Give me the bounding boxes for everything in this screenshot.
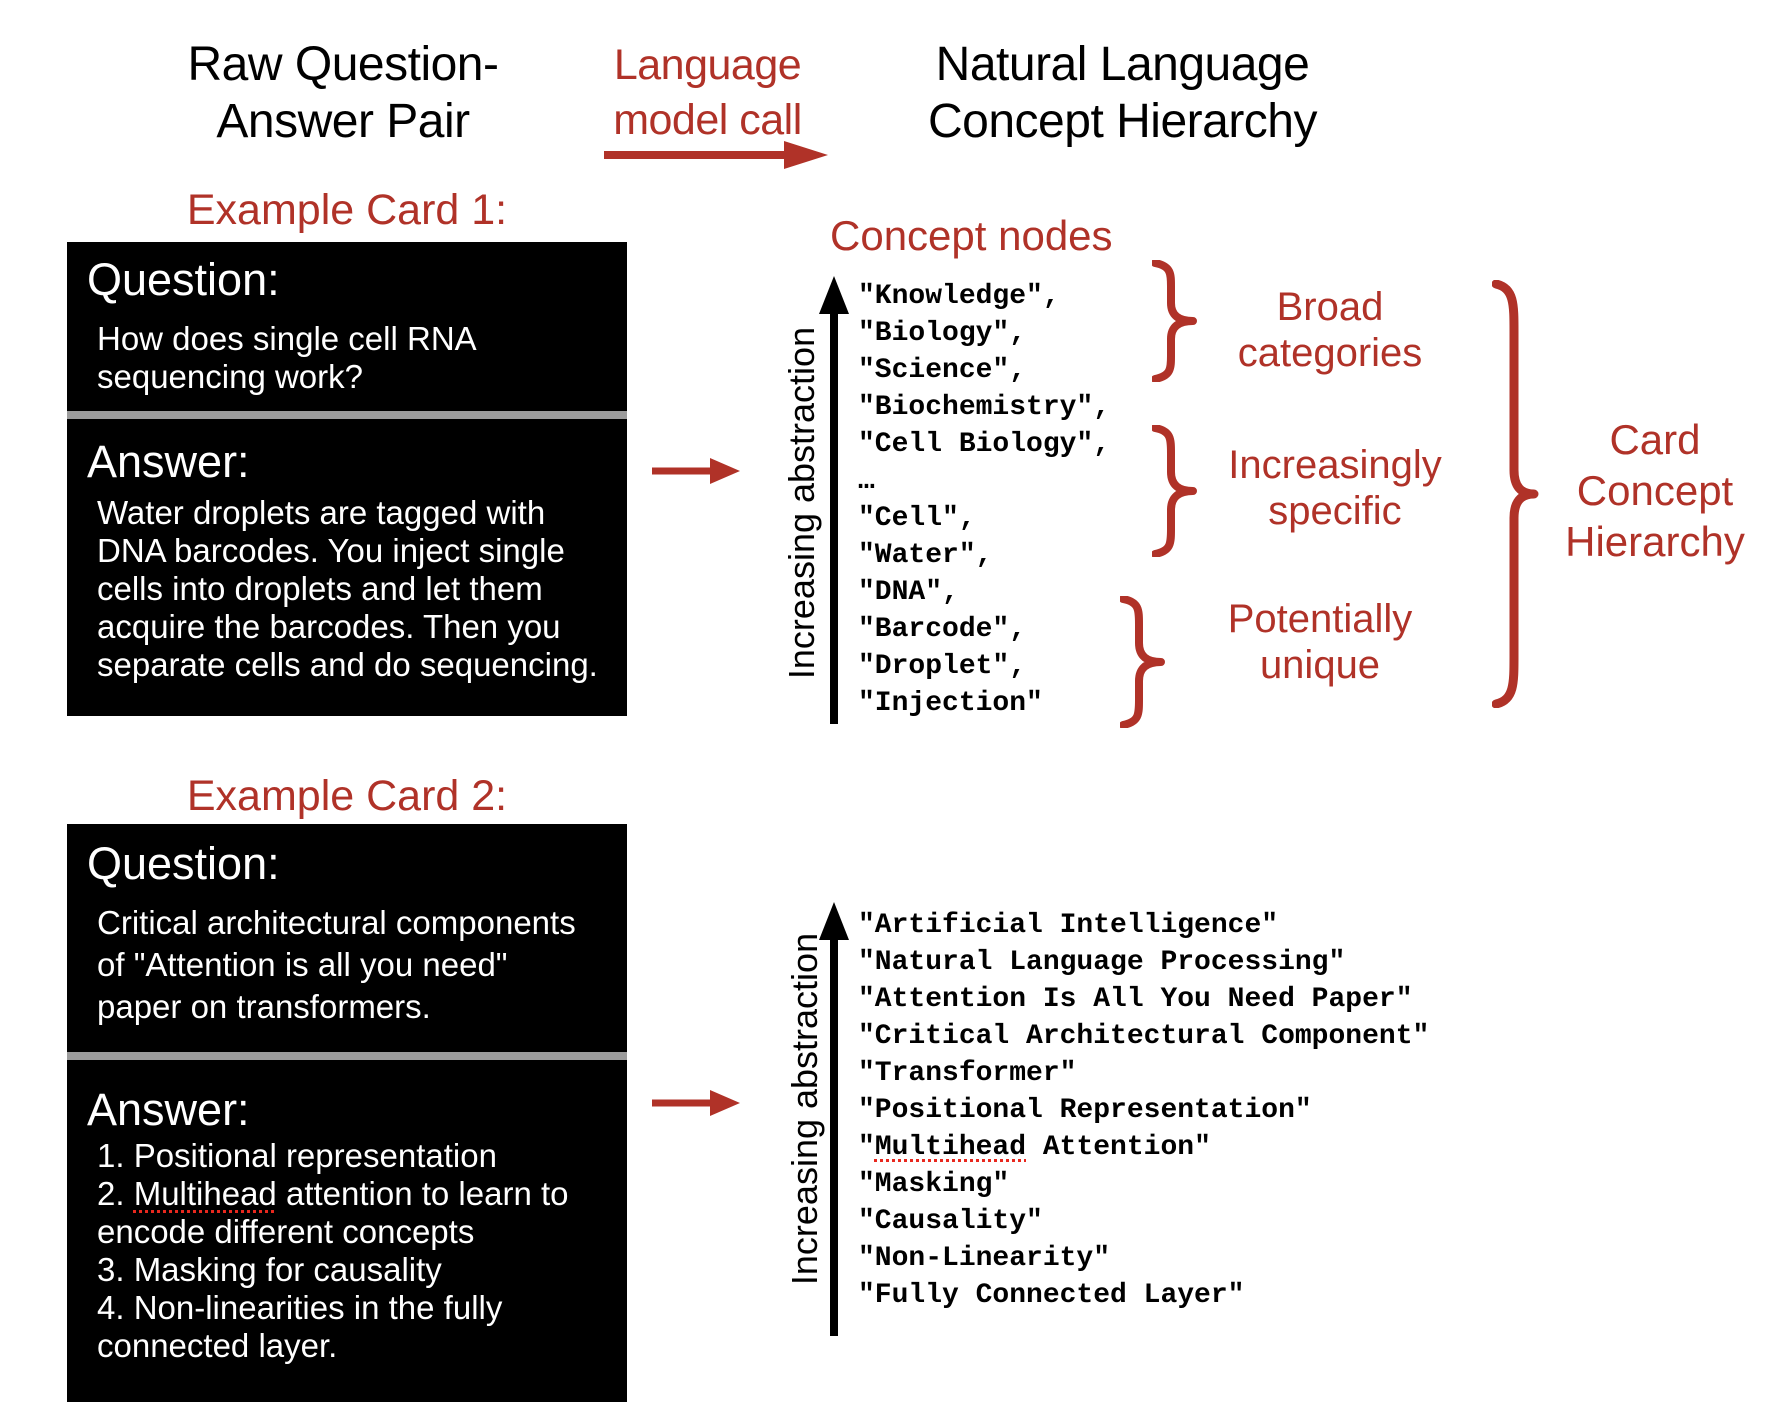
concept-node: "Positional Representation": [858, 1095, 1312, 1126]
answer-line: separate cells and do sequencing.: [97, 646, 598, 683]
answer-line: encode different concepts: [97, 1213, 475, 1250]
abstraction-axis-label-1: Increasing abstraction: [781, 326, 822, 680]
concept-node: "Multihead Attention": [858, 1132, 1211, 1163]
increasingly-specific-brace-icon: [1152, 425, 1197, 557]
misspelled-word: Multihead: [874, 1132, 1027, 1163]
concept-node: "Droplet",: [858, 651, 1027, 682]
header-line: Raw Question-: [187, 38, 499, 91]
answer-line: 4. Non-linearities in the fully: [97, 1289, 503, 1326]
label-line: unique: [1259, 643, 1381, 687]
concept-node: "Knowledge",: [858, 281, 1060, 312]
concept-node: "Transformer": [858, 1058, 1077, 1089]
card2-answer-label: Answer:: [87, 1084, 250, 1135]
concept-node: "Injection": [858, 688, 1043, 719]
concept-node: "Masking": [858, 1169, 1010, 1200]
header-line: Language: [613, 41, 802, 89]
broad-categories-brace-icon: [1152, 260, 1197, 382]
card2-to-hierarchy-arrow-icon: [652, 1090, 740, 1116]
potentially-unique-brace-icon: [1120, 596, 1165, 728]
concept-node: "Cell",: [858, 503, 976, 534]
label-line: Potentially: [1227, 597, 1413, 641]
card1-answer-label: Answer:: [87, 436, 250, 487]
concept-node-list-2: "Artificial Intelligence" "Natural Langua…: [858, 907, 1429, 1314]
concept-nodes-heading: Concept nodes: [830, 212, 1113, 259]
question-line: How does single cell RNA: [97, 320, 477, 357]
concept-node-list-1: "Knowledge", "Biology", "Science", "Biochem…: [858, 278, 1110, 722]
language-model-call-arrow-icon: [604, 141, 828, 169]
card1-to-hierarchy-arrow-icon: [652, 458, 740, 484]
concept-node: "Fully Connected Layer": [858, 1280, 1245, 1311]
answer-line: Water droplets are tagged with: [97, 494, 546, 531]
answer-line: connected layer.: [97, 1327, 338, 1364]
answer-line: acquire the barcodes. Then you: [97, 608, 561, 645]
concept-node: "Natural Language Processing": [858, 947, 1346, 978]
card1-title: Example Card 1:: [186, 186, 508, 234]
concept-node: "Non-Linearity": [858, 1243, 1111, 1274]
concept-node: "Causality": [858, 1206, 1043, 1237]
card1-divider: [67, 411, 627, 419]
label-line: Hierarchy: [1565, 518, 1745, 565]
header-line: Natural Language: [935, 38, 1310, 91]
label-line: Increasingly: [1228, 443, 1442, 487]
abstraction-axis-arrow-2-icon: [819, 902, 849, 1336]
answer-line: 1. Positional representation: [97, 1137, 497, 1174]
misspelled-word: Multihead: [133, 1175, 277, 1212]
label-line: Concept: [1576, 467, 1734, 514]
label-line: categories: [1237, 331, 1423, 375]
concept-node: "Science",: [858, 355, 1027, 386]
concept-node: "Attention Is All You Need Paper": [858, 984, 1413, 1015]
concept-node: "Water",: [858, 540, 993, 571]
header-raw-qa-pair: Raw Question-Answer Pair: [143, 36, 543, 150]
card2-title: Example Card 2:: [186, 772, 508, 820]
concept-node: …: [858, 466, 875, 497]
question-line: of "Attention is all you need": [97, 946, 508, 983]
header-language-model-call: Language model call: [595, 38, 820, 148]
card2-divider: [67, 1052, 627, 1060]
abstraction-axis-arrow-1-icon: [819, 276, 849, 724]
card2-question-label: Question:: [87, 838, 280, 889]
concept-node: "DNA",: [858, 577, 959, 608]
question-line: paper on transformers.: [97, 988, 431, 1025]
label-line: specific: [1268, 489, 1402, 533]
answer-line: 3. Masking for causality: [97, 1251, 442, 1288]
card2: Question: Critical architectural compone…: [67, 824, 627, 1402]
header-line: Answer Pair: [216, 95, 470, 148]
card1-question-label: Question:: [87, 254, 280, 305]
label-line: Card: [1609, 416, 1701, 463]
card2-question-text: Critical architectural components of "Att…: [97, 902, 576, 1028]
header-line: Concept Hierarchy: [928, 95, 1318, 148]
question-line: sequencing work?: [97, 358, 363, 395]
concept-node: "Artificial Intelligence": [858, 910, 1279, 941]
header-line: model call: [613, 96, 802, 144]
answer-line: DNA barcodes. You inject single: [97, 532, 565, 569]
answer-line: 2. Multihead attention to learn to: [97, 1175, 569, 1212]
question-line: Critical architectural components: [97, 904, 576, 941]
label-line: Broad: [1276, 285, 1384, 329]
concept-node: "Cell Biology",: [858, 429, 1111, 460]
answer-line: cells into droplets and let them: [97, 570, 543, 607]
concept-node: "Biochemistry",: [858, 392, 1111, 423]
concept-node: "Barcode",: [858, 614, 1027, 645]
card-concept-hierarchy-brace-icon: [1492, 280, 1539, 708]
concept-node: "Biology",: [858, 318, 1027, 349]
abstraction-axis-label-2: Increasing abstraction: [784, 932, 825, 1286]
concept-node: "Critical Architectural Component": [858, 1021, 1430, 1052]
